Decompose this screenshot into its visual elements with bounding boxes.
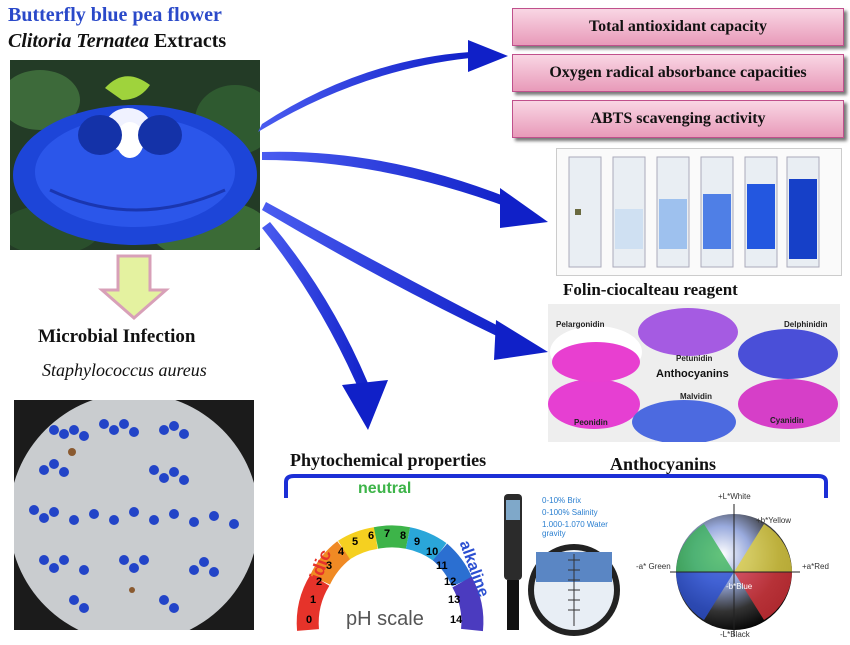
label-white: +L*White xyxy=(718,492,751,501)
ph-number: 8 xyxy=(400,530,407,542)
refractometer-salinity: 0-100% Salinity xyxy=(542,508,598,517)
ph-number: 13 xyxy=(448,594,461,606)
cuvettes-photo xyxy=(556,148,842,276)
phytochemical-bracket xyxy=(284,474,828,498)
refractometer-brix: 0-10% Brix xyxy=(542,496,582,505)
ph-number: 6 xyxy=(368,530,375,542)
ph-number: 14 xyxy=(450,614,463,626)
ph-number: 2 xyxy=(316,576,323,588)
refractometer-gravity: 1.000-1.070 Water gravity xyxy=(542,520,608,538)
ph-number: 4 xyxy=(338,546,345,558)
label-blue: -b*Blue xyxy=(726,582,753,591)
phytochemical-label: Phytochemical properties xyxy=(290,450,487,470)
label-yellow: +b*Yellow xyxy=(756,516,792,525)
ph-number: 10 xyxy=(426,546,439,558)
compound-peonidin: Peonidin xyxy=(574,418,608,427)
assay-box-total-antioxidant: Total antioxidant capacity xyxy=(512,8,844,46)
arrow-to-assays xyxy=(258,40,508,132)
assay-box-abts: ABTS scavenging activity xyxy=(512,100,844,138)
compound-cyanidin: Cyanidin xyxy=(770,416,804,425)
compound-delphinidin: Delphinidin xyxy=(784,320,828,329)
color-space-sphere: +L*White -L*Black +b*Yellow -b*Blue -a* … xyxy=(634,490,840,640)
anthocyanins-center-label: Anthocyanins xyxy=(656,368,729,380)
species-name: Clitoria Ternatea xyxy=(8,30,149,52)
ph-number: 7 xyxy=(384,528,391,540)
staphylococcus-micrograph xyxy=(14,400,254,630)
ph-number: 5 xyxy=(352,536,359,548)
microbial-title: Microbial Infection xyxy=(38,326,196,347)
blue-pea-flower-photo xyxy=(10,60,260,250)
label-green: -a* Green xyxy=(636,562,671,571)
anthocyanins-label: Anthocyanins xyxy=(610,454,717,474)
extracts-label: Extracts xyxy=(153,30,227,52)
ph-scale-graphic: acidic neutral alkaline pH scale 0 1 2 3… xyxy=(284,480,496,640)
arrow-to-phytochemical xyxy=(262,222,388,430)
assay-box-orac: Oxygen radical absorbance capacities xyxy=(512,54,844,92)
compound-petunidin: Petunidin xyxy=(676,354,713,363)
down-arrow xyxy=(98,254,170,320)
arrow-to-cuvettes xyxy=(262,151,548,228)
compound-pelargonidin: Pelargonidin xyxy=(556,320,605,329)
ph-number: 12 xyxy=(444,576,457,588)
folin-label: Folin-ciocalteau reagent xyxy=(563,280,738,299)
antioxidant-assays: Total antioxidant capacity Oxygen radica… xyxy=(512,8,844,140)
label-black: -L*Black xyxy=(720,630,750,639)
arrow-to-anthocyanins xyxy=(262,202,548,360)
ph-numbers: 0 1 2 3 4 5 6 7 8 9 10 11 12 13 14 xyxy=(302,502,482,626)
main-title: Butterfly blue pea flower xyxy=(8,4,222,26)
ph-number: 1 xyxy=(310,594,317,606)
anthocyanin-structures: Pelargonidin Delphinidin Petunidin Malvi… xyxy=(548,304,840,444)
organism-name: Staphylococcus aureus xyxy=(42,360,207,380)
main-subtitle: Clitoria Ternatea Extracts xyxy=(8,30,226,53)
ph-number: 9 xyxy=(414,536,421,548)
ph-number: 3 xyxy=(326,560,333,572)
ph-number: 11 xyxy=(436,560,448,572)
compound-malvidin: Malvidin xyxy=(680,392,713,401)
refractometer-graphic: 0-10% Brix 0-100% Salinity 1.000-1.070 W… xyxy=(496,490,626,640)
label-red: +a*Red xyxy=(802,562,829,571)
ph-scale-title: pH scale xyxy=(346,608,424,630)
ph-number: 0 xyxy=(306,614,313,626)
neutral-label: neutral xyxy=(358,480,412,497)
